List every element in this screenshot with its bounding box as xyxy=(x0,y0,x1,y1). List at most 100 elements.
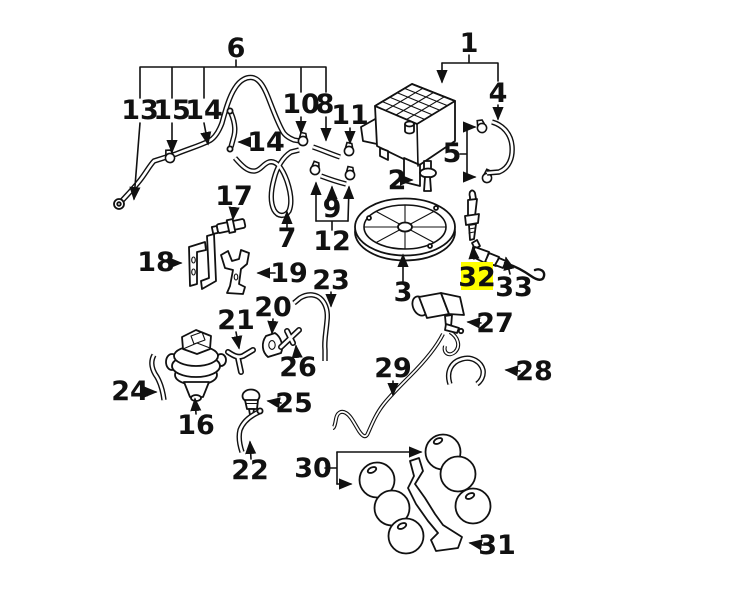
part-16-air-pump xyxy=(165,329,227,402)
canister-grid xyxy=(381,87,448,121)
part-21-y-connector xyxy=(228,350,253,372)
filter-ball xyxy=(439,455,477,493)
leader-26 xyxy=(291,344,303,359)
callout-14b[interactable]: 14 xyxy=(247,127,285,158)
hose-open-end xyxy=(256,407,264,415)
callout-31[interactable]: 31 xyxy=(478,530,516,561)
bracket-body xyxy=(220,249,250,295)
callout-17[interactable]: 17 xyxy=(215,181,253,212)
part-27-purge-valve xyxy=(411,292,465,335)
valve-box xyxy=(440,292,465,316)
bracket-hole xyxy=(268,340,276,350)
part-14-hose-short xyxy=(226,107,234,153)
ball-notch xyxy=(432,437,444,445)
bracket-hole xyxy=(191,268,196,276)
part-2-valve-fitting xyxy=(419,160,437,192)
connector-end xyxy=(210,225,220,235)
callout-23[interactable]: 23 xyxy=(312,265,350,296)
filter-ball xyxy=(454,487,492,525)
leader-17 xyxy=(228,206,240,221)
part-28-hose xyxy=(449,358,484,384)
callout-12[interactable]: 12 xyxy=(313,226,351,257)
bracket-wedge xyxy=(261,332,284,358)
sensor-thread-lines xyxy=(468,227,476,234)
part-29-vapor-pipe xyxy=(331,332,445,439)
highlight-box-32[interactable] xyxy=(461,262,493,290)
callout-21[interactable]: 21 xyxy=(217,305,255,336)
plate-rivet xyxy=(433,205,439,211)
leader-14 xyxy=(200,122,212,146)
part-18-bracket xyxy=(188,233,217,290)
leader-33 xyxy=(503,256,515,275)
callout-29[interactable]: 29 xyxy=(374,353,412,384)
sensor-lead-wire xyxy=(503,261,546,281)
part-9-hose xyxy=(321,176,346,184)
callout-4[interactable]: 4 xyxy=(489,78,508,109)
leader-32 xyxy=(468,245,480,260)
canister-nub-top xyxy=(404,120,415,128)
part-11-clip xyxy=(343,141,355,157)
pump-cone xyxy=(183,381,210,398)
part-5-clip-a xyxy=(473,117,489,135)
callout-9[interactable]: 9 xyxy=(323,193,342,224)
callout-6[interactable]: 6 xyxy=(227,33,246,64)
fitting-stem-bottom xyxy=(423,176,432,192)
hose-open-end xyxy=(226,145,234,153)
callout-28[interactable]: 28 xyxy=(515,356,553,387)
callout-3[interactable]: 3 xyxy=(394,277,413,308)
part-29-pipe-hook xyxy=(442,330,461,357)
callout-26[interactable]: 26 xyxy=(279,352,317,383)
plate-hub xyxy=(397,221,413,233)
part-15-clip xyxy=(162,147,177,165)
callout-27[interactable]: 27 xyxy=(476,308,514,339)
callout-20[interactable]: 20 xyxy=(254,292,292,323)
sensor-wire-tab xyxy=(468,189,477,201)
callout-22[interactable]: 22 xyxy=(231,455,269,486)
callout-11[interactable]: 11 xyxy=(331,100,369,131)
callout-14[interactable]: 14 xyxy=(185,95,223,126)
plate-spokes xyxy=(363,204,447,250)
part-30-canister-filters xyxy=(358,433,492,555)
pump-cap-detail xyxy=(182,331,211,350)
callout-2[interactable]: 2 xyxy=(388,165,407,196)
leader-13 xyxy=(129,122,141,201)
part-17-connector xyxy=(210,218,247,235)
part-32-oxygen-sensor xyxy=(464,189,480,241)
callout-1[interactable]: 1 xyxy=(460,28,479,59)
callout-32[interactable]: 32 xyxy=(458,262,496,293)
callout-18[interactable]: 18 xyxy=(137,247,175,278)
callout-24[interactable]: 24 xyxy=(111,376,149,407)
bracket-12-lines xyxy=(315,220,349,231)
leader-lines xyxy=(129,54,521,551)
ball-notch xyxy=(464,492,476,500)
callout-33[interactable]: 33 xyxy=(495,272,533,303)
callout-16[interactable]: 16 xyxy=(177,410,215,441)
part-12-clip-b xyxy=(344,165,356,181)
callout-13[interactable]: 13 xyxy=(121,95,159,126)
callout-25[interactable]: 25 xyxy=(275,388,313,419)
part-26-connector xyxy=(281,330,299,347)
part-8-hose xyxy=(313,147,340,157)
callout-10[interactable]: 10 xyxy=(282,89,320,120)
sensor-body xyxy=(467,198,478,217)
leader-21 xyxy=(231,331,243,350)
plate-rivet xyxy=(366,215,372,221)
bracket-6-lines xyxy=(139,59,327,99)
callout-labels: 6 13 15 14 10 8 11 14 1 4 5 2 17 7 9 12 … xyxy=(111,28,553,561)
callout-15[interactable]: 15 xyxy=(153,95,191,126)
bracket-hole xyxy=(191,256,196,264)
bracket-5-lines xyxy=(459,126,468,178)
valve-nozzle xyxy=(444,323,460,334)
part-22-hose xyxy=(239,407,264,452)
hose-open-end xyxy=(226,107,234,115)
callout-19[interactable]: 19 xyxy=(270,258,308,289)
callout-5[interactable]: 5 xyxy=(443,138,462,169)
ball-notch xyxy=(366,466,378,474)
leader-25 xyxy=(266,397,282,409)
callout-7[interactable]: 7 xyxy=(278,223,297,254)
callout-8[interactable]: 8 xyxy=(316,89,335,120)
part-24-hose xyxy=(152,355,164,400)
callout-30[interactable]: 30 xyxy=(294,453,332,484)
